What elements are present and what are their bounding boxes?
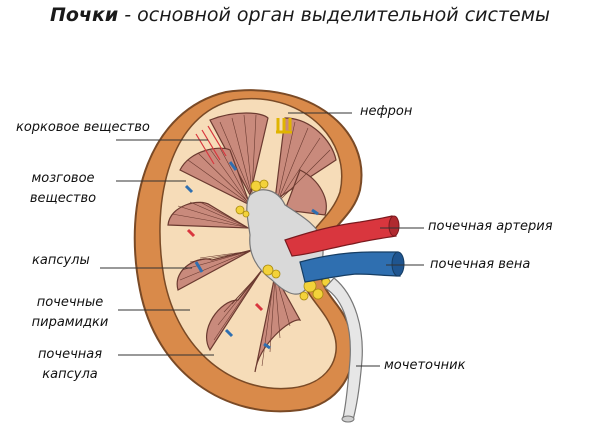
title-bold: Почки (49, 4, 119, 26)
label-cortex: корковое вещество (16, 120, 150, 135)
label-ureter: мочеточник (384, 358, 466, 373)
label-renal-vein: почечная вена (430, 257, 531, 272)
label-medulla-2: вещество (29, 191, 97, 206)
title-rest: - основной орган выделительной системы (118, 4, 551, 26)
ureter-end (341, 415, 355, 423)
label-renal-artery: почечная артерия (428, 219, 553, 234)
small-vessels (184, 161, 319, 350)
renal-artery-end (388, 215, 400, 237)
pyramid-striations (171, 114, 331, 367)
label-renal-capsule-2: капсула (42, 367, 98, 382)
label-pyramids-2: пирамидки (31, 315, 109, 330)
label-nephron: нефрон (360, 104, 413, 119)
label-capsules: капсулы (32, 253, 90, 268)
leader-lines (100, 112, 424, 367)
cortex-markers (195, 125, 227, 165)
label-renal-capsule-1: почечная (37, 347, 103, 362)
page-title: Почки - основной орган выделительной сис… (0, 4, 600, 26)
nephron (276, 118, 292, 134)
label-pyramids-1: почечные (36, 295, 104, 310)
fat-deposits (235, 179, 331, 301)
renal-vein-end (391, 251, 405, 277)
label-medulla-1: мозговое (31, 171, 95, 186)
